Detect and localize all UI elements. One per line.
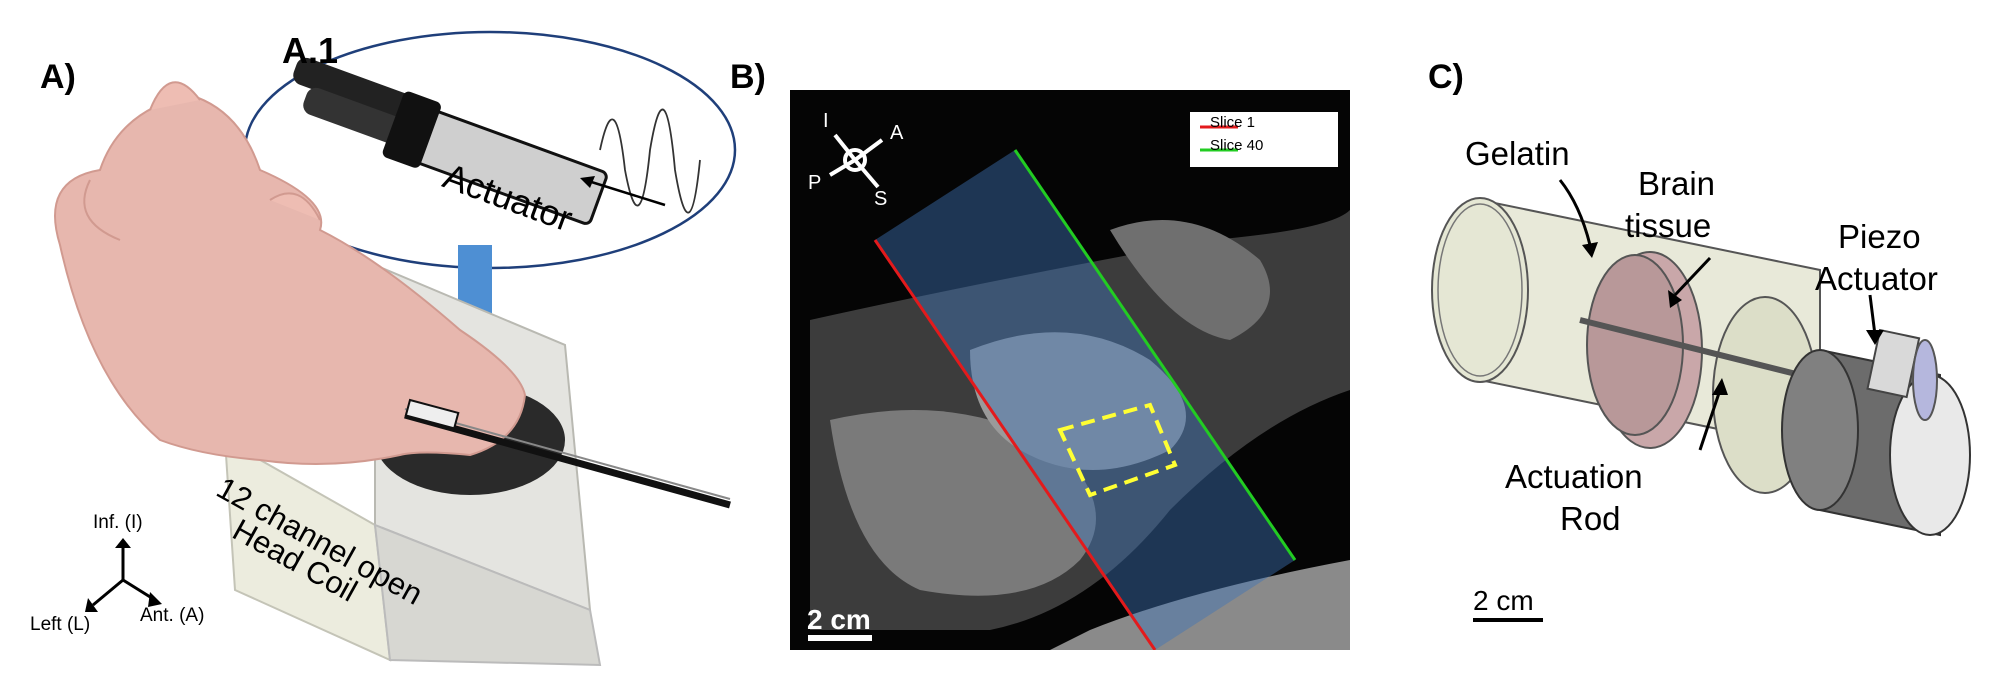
axis-arrows <box>85 538 162 612</box>
axis-left-label: Left (L) <box>30 614 90 636</box>
vibration-wave <box>600 110 700 213</box>
orient-s-label: S <box>874 188 887 211</box>
rod-label-line2: Rod <box>1560 500 1621 538</box>
brain-label-line2: tissue <box>1625 207 1711 245</box>
piezo-label-line1: Piezo <box>1838 218 1921 256</box>
inset-label: A.1 <box>282 30 338 72</box>
orient-a-label: A <box>890 122 903 145</box>
rod-label-line1: Actuation <box>1505 458 1643 496</box>
panel-c-letter: C) <box>1428 58 1464 97</box>
mri-image <box>790 90 1350 650</box>
piezo-arrow <box>1870 295 1875 335</box>
phantom-scalebar-label: 2 cm <box>1473 585 1534 617</box>
phantom-scalebar <box>1473 618 1543 622</box>
piezo-label-line2: Actuator <box>1815 260 1938 298</box>
orient-p-label: P <box>808 172 821 195</box>
panel-b-letter: B) <box>730 58 766 97</box>
mri-scalebar-label: 2 cm <box>807 604 871 636</box>
gelatin-label: Gelatin <box>1465 135 1570 173</box>
brain-label-line1: Brain <box>1638 165 1715 203</box>
legend-slice40-label: Slice 40 <box>1210 137 1263 154</box>
legend-slice1-label: Slice 1 <box>1210 114 1255 131</box>
orient-i-label: I <box>823 110 829 133</box>
axis-ant-label: Ant. (A) <box>140 605 204 627</box>
axis-inf-label: Inf. (I) <box>93 512 143 534</box>
piezo-element <box>1913 340 1937 420</box>
